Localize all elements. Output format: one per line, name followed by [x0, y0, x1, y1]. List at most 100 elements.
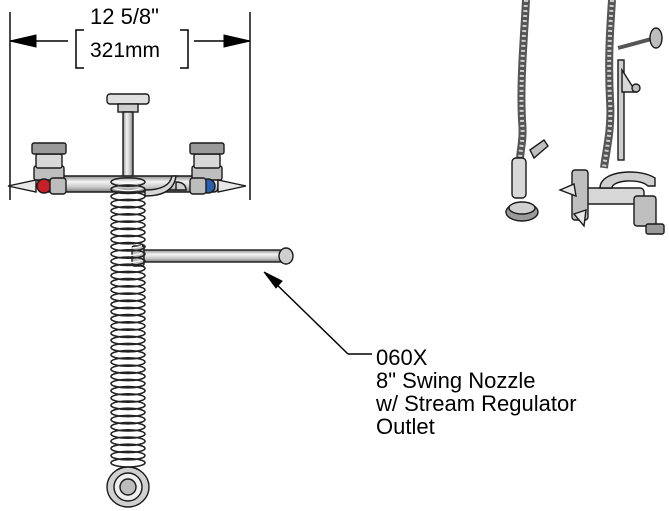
spring-coil-highlight	[113, 288, 143, 293]
spring-hose-coil	[110, 177, 146, 468]
callout-description-line-3: Outlet	[376, 414, 435, 439]
spring-coil-highlight	[113, 274, 143, 278]
dimension-marker	[9, 12, 251, 200]
spring-coil-highlight	[113, 194, 143, 199]
spring-coil-loop	[110, 356, 146, 367]
spring-coil-highlight	[113, 396, 143, 401]
spring-coil-loop	[110, 299, 146, 310]
spray-valve-head	[106, 466, 150, 508]
spring-coil-highlight	[113, 346, 143, 350]
spring-coil-highlight	[113, 331, 143, 336]
spring-coil-highlight	[113, 216, 143, 221]
spring-coil-highlight	[113, 382, 143, 386]
spring-coil-loop	[110, 335, 146, 346]
spring-coil-highlight	[113, 252, 143, 257]
spring-coil-loop	[110, 428, 146, 439]
spring-coil-highlight	[113, 461, 143, 465]
perspective-hose-right	[600, 0, 616, 169]
spring-coil-highlight	[113, 432, 143, 437]
callout-part-number: 060X	[376, 345, 428, 370]
spring-coil-loop	[110, 400, 146, 411]
spring-coil-highlight	[113, 446, 143, 451]
spring-coil-loop	[110, 364, 146, 375]
spring-coil-loop	[110, 277, 146, 288]
spring-coil-loop	[110, 270, 146, 281]
spring-coil-loop	[110, 392, 146, 403]
spring-coil-loop	[110, 328, 146, 339]
spring-coil-highlight	[113, 245, 143, 249]
spring-coil-loop	[110, 371, 146, 382]
spring-coil-highlight	[113, 302, 143, 307]
spring-coil-loop	[110, 205, 146, 216]
hot-valve	[7, 142, 67, 195]
spring-coil-loop	[110, 198, 146, 209]
spring-coil-loop	[110, 241, 146, 252]
bracket-left	[75, 29, 84, 69]
spring-coil-highlight	[113, 295, 143, 300]
spring-coil-highlight	[113, 389, 143, 393]
spring-coil-loop	[110, 443, 146, 454]
dimension-metric: 321mm	[90, 39, 161, 62]
cold-valve	[189, 142, 247, 195]
spring-coil-highlight	[113, 259, 143, 264]
spring-coil-highlight	[113, 223, 143, 228]
spring-coil-highlight	[113, 230, 143, 235]
spring-coil-highlight	[113, 209, 143, 213]
spring-coil-loop	[110, 421, 146, 432]
spring-coil-highlight	[113, 180, 143, 185]
dimension-imperial: 12 5/8"	[90, 4, 159, 29]
spring-coil-highlight	[113, 418, 143, 422]
spring-coil-loop	[110, 249, 146, 260]
spring-coil-loop	[110, 436, 146, 447]
spring-coil-highlight	[113, 425, 143, 429]
cold-lever-handle	[217, 179, 247, 193]
hot-handle-index	[36, 178, 52, 194]
spring-coil-highlight	[113, 374, 143, 379]
spring-coil-loop	[110, 292, 146, 303]
bracket-right	[180, 29, 189, 69]
spring-coil-loop	[110, 284, 146, 295]
wall-bracket-plate	[106, 93, 150, 105]
spring-coil-loop	[110, 177, 146, 188]
spring-coil-highlight	[113, 367, 143, 372]
arrowhead-left	[9, 34, 37, 48]
spring-coil-loop	[110, 313, 146, 324]
spring-coil-loop	[110, 191, 146, 202]
spring-coil-loop	[110, 378, 146, 389]
spring-coil-highlight	[113, 338, 143, 343]
spring-coil-highlight	[113, 410, 143, 415]
faucet-perspective-view	[505, 0, 665, 235]
spring-coil-loop	[110, 256, 146, 267]
callout-description-line-2: w/ Stream Regulator	[376, 391, 577, 416]
spring-coil-loop	[110, 234, 146, 245]
spring-coil-loop	[110, 263, 146, 274]
leader-arrowhead	[263, 271, 283, 289]
spring-coil-highlight	[113, 310, 143, 314]
spring-coil-highlight	[113, 266, 143, 271]
spring-coil-highlight	[113, 281, 143, 285]
spring-coil-loop	[110, 320, 146, 331]
spring-coil-loop	[110, 306, 146, 317]
spring-coil-highlight	[113, 360, 143, 365]
spring-coil-loop	[110, 213, 146, 224]
spring-coil-highlight	[113, 238, 143, 242]
spring-coil-loop	[110, 450, 146, 461]
swing-nozzle	[131, 245, 294, 267]
arrowhead-right	[223, 34, 251, 48]
spring-coil-loop	[110, 385, 146, 396]
spring-coil-highlight	[113, 187, 143, 192]
callout-description-line-1: 8" Swing Nozzle	[376, 368, 536, 393]
spring-coil-highlight	[113, 403, 143, 408]
spring-coil-highlight	[113, 439, 143, 444]
spring-coil-loop	[110, 414, 146, 425]
callout-leader	[263, 271, 372, 355]
spring-coil-highlight	[113, 317, 143, 321]
spring-coil-highlight	[113, 324, 143, 329]
spring-coil-loop	[110, 342, 146, 353]
faucet-front-view	[7, 93, 294, 508]
callout-label: 060X 8" Swing Nozzle w/ Stream Regulator…	[376, 346, 577, 438]
spring-coil-highlight	[113, 454, 143, 458]
spring-coil-highlight	[113, 202, 143, 206]
spring-coil-loop	[110, 407, 146, 418]
